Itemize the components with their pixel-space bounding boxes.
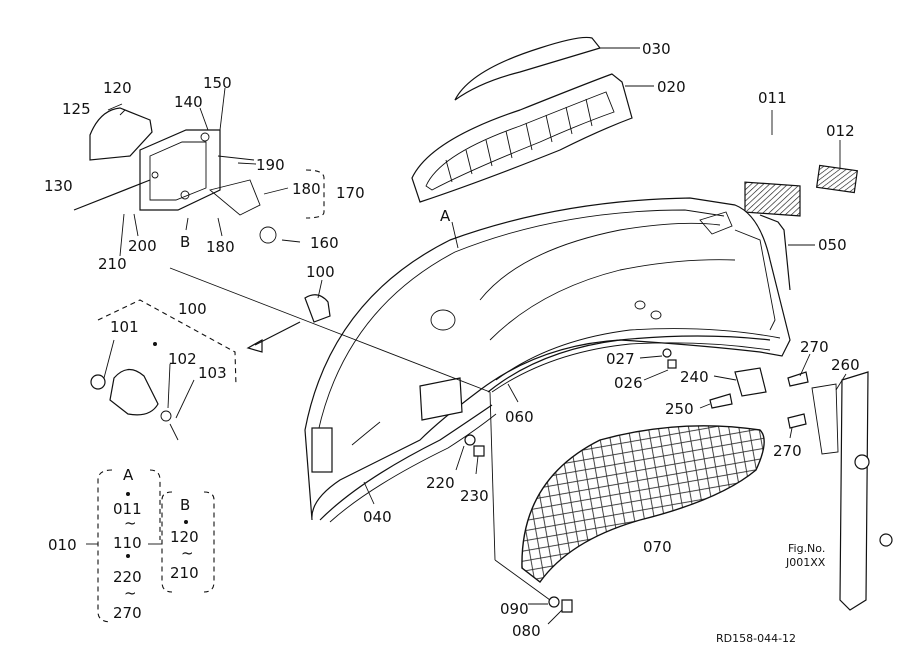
label-130: 130	[44, 177, 73, 195]
lock-100-detail	[90, 294, 331, 441]
legend-a-2: 110	[113, 534, 142, 552]
label-190: 190	[256, 156, 285, 174]
label-012: 012	[826, 122, 855, 140]
label-230: 230	[460, 487, 489, 505]
label-103: 103	[198, 364, 227, 382]
label-100a: 100	[306, 263, 335, 281]
part-030-visor	[454, 36, 640, 101]
part-012-label	[815, 164, 859, 194]
label-B: B	[180, 233, 190, 251]
label-102: 102	[168, 350, 197, 368]
label-140: 140	[174, 93, 203, 111]
part-240-bracket	[734, 367, 767, 397]
label-070: 070	[643, 538, 672, 556]
group-legend-brackets	[86, 169, 325, 623]
part-020-grille	[411, 73, 654, 203]
label-180a: 180	[292, 180, 321, 198]
label-180b: 180	[206, 238, 235, 256]
legend-a-0: A	[123, 466, 134, 484]
label-080: 080	[512, 622, 541, 640]
legend-a-1: 011	[113, 500, 142, 518]
label-050: 050	[818, 236, 847, 254]
part-260-bracket	[811, 371, 893, 611]
part-040-strip	[319, 404, 493, 521]
label-100b: 100	[178, 300, 207, 318]
label-026: 026	[614, 374, 643, 392]
part-011-label	[744, 181, 801, 217]
label-270a: 270	[800, 338, 829, 356]
legend-a-4: 270	[113, 604, 142, 622]
label-090: 090	[500, 600, 529, 618]
part-050-rod	[759, 214, 791, 291]
legend-010: 010	[48, 536, 77, 554]
latch-assembly	[73, 107, 277, 244]
label-101: 101	[110, 318, 139, 336]
label-125: 125	[62, 100, 91, 118]
label-011: 011	[758, 89, 787, 107]
label-250: 250	[665, 400, 694, 418]
fig-no-value: J001XX	[785, 556, 826, 569]
legend-b-0: B	[180, 496, 190, 514]
legend-b-1: 120	[170, 528, 199, 546]
label-150: 150	[203, 74, 232, 92]
label-200: 200	[128, 237, 157, 255]
label-A: A	[440, 207, 451, 225]
drawing-code: RD158-044-12	[716, 632, 796, 645]
label-060: 060	[505, 408, 534, 426]
label-020: 020	[657, 78, 686, 96]
legend-b-2: 210	[170, 564, 199, 582]
fig-no-label: Fig.No.	[788, 542, 825, 555]
legend-tilde-a2: ~	[124, 584, 137, 602]
hood-body	[304, 197, 791, 521]
label-170: 170	[336, 184, 365, 202]
label-040: 040	[363, 508, 392, 526]
label-260: 260	[831, 356, 860, 374]
label-027: 027	[606, 350, 635, 368]
label-220: 220	[426, 474, 455, 492]
legend-tilde-b: ~	[181, 544, 194, 562]
label-210: 210	[98, 255, 127, 273]
label-120: 120	[103, 79, 132, 97]
label-270b: 270	[773, 442, 802, 460]
part-070-mesh	[521, 425, 765, 584]
legend-a-3: 220	[113, 568, 142, 586]
label-160: 160	[310, 234, 339, 252]
label-030: 030	[642, 40, 671, 58]
label-240: 240	[680, 368, 709, 386]
legend-tilde-a1: ~	[124, 514, 137, 532]
part-060-strip	[487, 335, 771, 393]
